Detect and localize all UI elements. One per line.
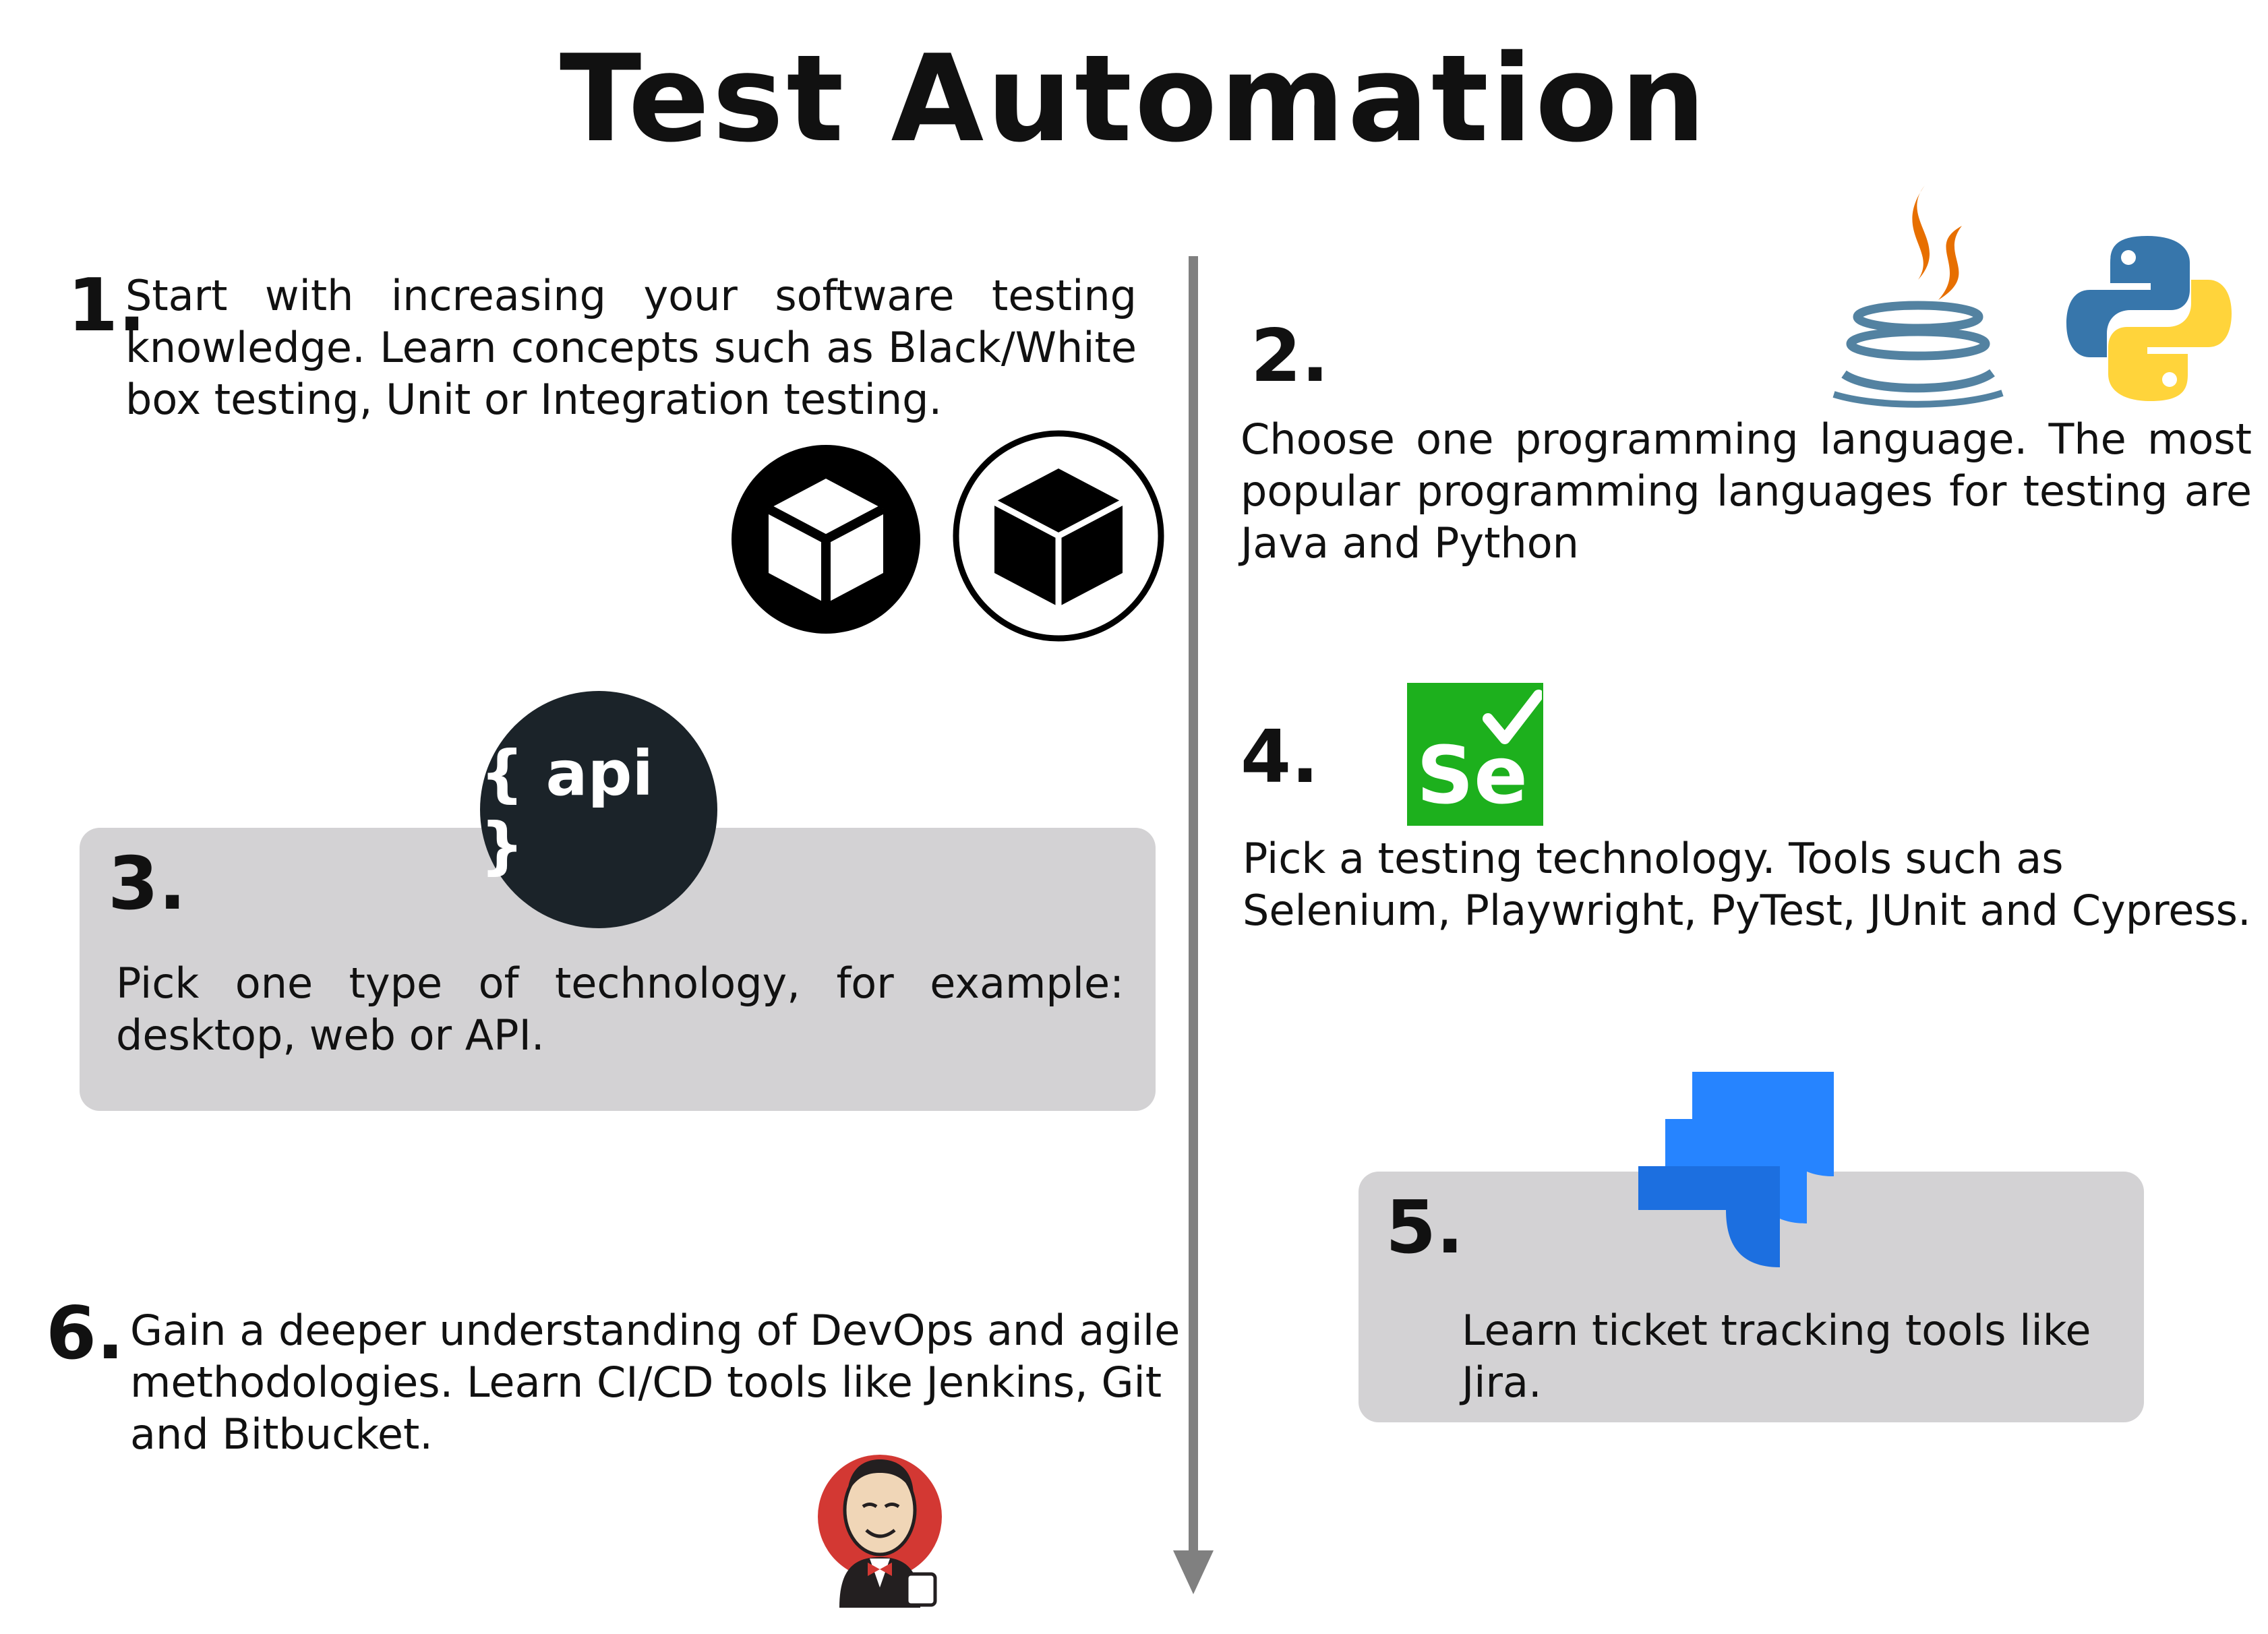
python-logo-icon	[2066, 236, 2232, 401]
step-number: 6.	[46, 1292, 125, 1376]
check-icon	[1483, 690, 1542, 744]
java-logo-icon	[1832, 185, 2004, 408]
api-badge-label: { api }	[480, 737, 653, 882]
step-number: 3.	[108, 842, 187, 926]
step-text: Choose one programming language. The mos…	[1241, 415, 2252, 568]
step-text: Pick one type of technology, for example…	[116, 959, 1124, 1060]
step-number: 5.	[1385, 1186, 1464, 1270]
step-number: 1.	[67, 264, 146, 348]
jira-logo-icon	[1638, 1072, 1834, 1267]
step-text: Start with increasing your software test…	[125, 271, 1137, 424]
selenium-logo-label: Se	[1416, 729, 1528, 822]
api-badge-icon: { api }	[480, 691, 717, 928]
jenkins-logo-icon	[818, 1455, 942, 1608]
white-box-icon	[732, 445, 920, 634]
step-text: Pick a testing technology. Tools such as…	[1243, 834, 2251, 935]
step-text: Learn ticket tracking tools like Jira.	[1462, 1306, 2091, 1407]
timeline-arrow	[1173, 256, 1214, 1594]
step-number: 4.	[1241, 715, 1319, 799]
page-title: Test Automation	[559, 29, 1709, 169]
selenium-logo-icon: Se	[1407, 683, 1543, 826]
black-box-icon	[953, 430, 1164, 642]
step-text: Gain a deeper understanding of DevOps an…	[130, 1306, 1181, 1459]
step-number: 2.	[1251, 314, 1330, 398]
